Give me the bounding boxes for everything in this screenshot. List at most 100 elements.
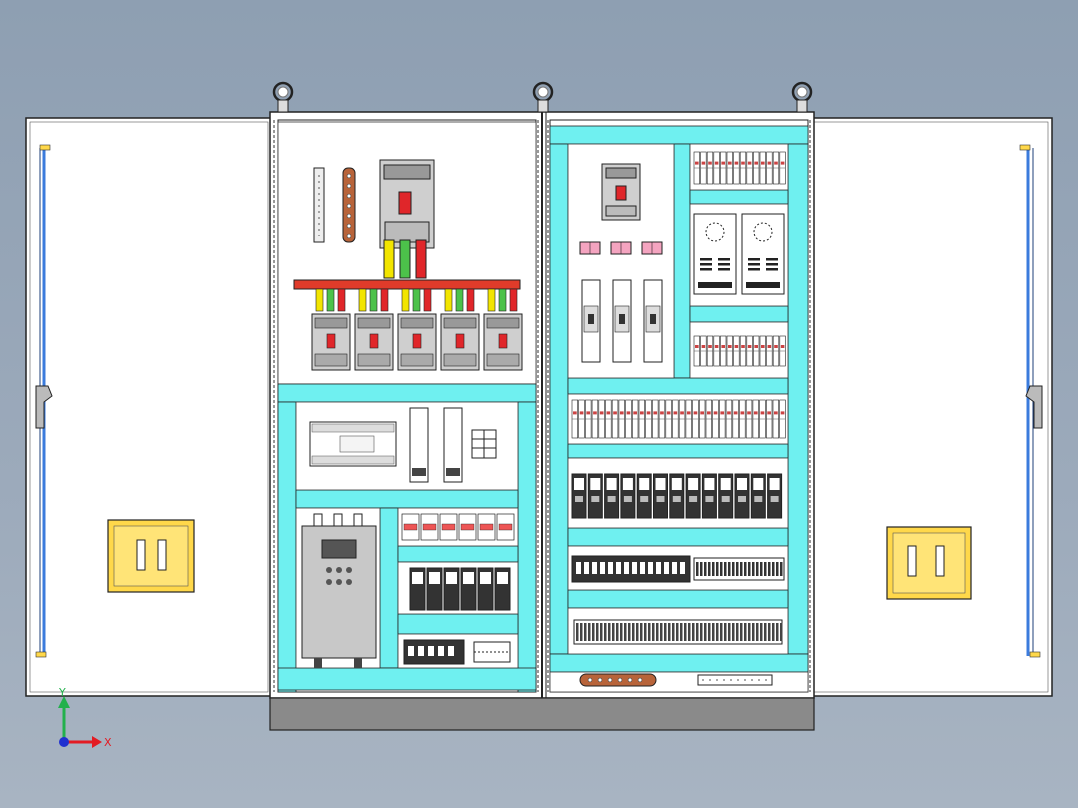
terminal-block (708, 562, 711, 576)
terminal-block (704, 562, 707, 576)
terminal-block (765, 399, 773, 439)
fuse-holder[interactable] (581, 279, 601, 363)
contactor[interactable] (718, 473, 734, 519)
fuse-holder[interactable] (643, 279, 663, 363)
terminal-block (496, 513, 515, 541)
contactor[interactable] (636, 473, 652, 519)
right-door-handle[interactable] (886, 526, 972, 600)
terminal-block (700, 562, 703, 576)
contactor[interactable] (767, 473, 783, 519)
terminal-block (716, 623, 719, 641)
branch-breaker[interactable] (483, 288, 523, 371)
terminal-block (759, 335, 766, 367)
relay-module (443, 567, 460, 611)
relay-module (494, 567, 511, 611)
terminal-block (736, 623, 739, 641)
terminal-block (628, 623, 631, 641)
terminal-block (600, 562, 605, 574)
terminal-block (664, 623, 667, 641)
terminal-block (752, 562, 755, 576)
contactor[interactable] (669, 473, 685, 519)
terminal-block (732, 399, 739, 439)
terminal-block (571, 399, 578, 439)
terminal-block (780, 562, 783, 576)
left-door-handle[interactable] (107, 519, 195, 593)
terminal-block (605, 399, 612, 439)
terminal-block (584, 562, 589, 574)
neutral-terminal-strip (313, 167, 325, 243)
terminal-block (580, 623, 583, 641)
branch-breaker[interactable] (354, 288, 394, 371)
terminal-block (708, 623, 711, 641)
terminal-block (656, 623, 659, 641)
terminal-block (739, 335, 747, 367)
switching-power-supply (693, 213, 737, 295)
right-bottom-terminal-strip (573, 619, 783, 645)
terminal-block (576, 623, 579, 641)
left-door-latch (35, 385, 53, 429)
right-door (805, 117, 1053, 697)
terminal-block (648, 623, 651, 641)
terminal-block (632, 562, 637, 574)
contactor[interactable] (620, 473, 636, 519)
terminal-block (696, 623, 699, 641)
terminal-block (658, 399, 666, 439)
terminal-block (698, 399, 706, 439)
terminal-block (725, 399, 733, 439)
terminal-block (746, 335, 753, 367)
variable-frequency-drive[interactable] (301, 513, 377, 668)
contactor[interactable] (734, 473, 750, 519)
terminal-block (458, 513, 477, 541)
left-door (25, 117, 273, 697)
terminal-block (692, 623, 695, 641)
terminal-block (728, 562, 731, 576)
contactor[interactable] (587, 473, 603, 519)
terminal-block (648, 562, 653, 574)
contactor[interactable] (604, 473, 620, 519)
indicator-lamp (641, 241, 663, 255)
terminal-block (724, 562, 727, 576)
right-top-terminal-strip (693, 151, 786, 185)
terminal-block (728, 623, 731, 641)
terminal-block (625, 399, 632, 439)
fuse-holder[interactable] (612, 279, 632, 363)
terminal-block (706, 151, 714, 185)
terminal-block (779, 151, 786, 185)
terminal-block (740, 562, 743, 576)
terminal-block (678, 399, 686, 439)
terminal-block (720, 562, 723, 576)
terminal-block (592, 623, 595, 641)
terminal-block (477, 513, 496, 541)
main-circuit-breaker[interactable] (379, 159, 435, 249)
plc-module[interactable] (309, 421, 397, 467)
terminal-block (608, 562, 613, 574)
terminal-block (439, 513, 458, 541)
terminal-block (780, 623, 783, 641)
contactor[interactable] (571, 473, 587, 519)
contactor[interactable] (701, 473, 717, 519)
right-lower-terminal-strips (571, 555, 785, 583)
terminal-block (638, 399, 645, 439)
terminal-block (744, 562, 747, 576)
branch-breaker[interactable] (311, 288, 351, 371)
terminal-block (704, 623, 707, 641)
terminal-block (578, 399, 585, 439)
vfd-display (321, 539, 357, 559)
terminal-block (588, 623, 591, 641)
branch-breaker[interactable] (440, 288, 480, 371)
terminal-block (700, 151, 707, 185)
power-module-1 (409, 407, 429, 483)
contactor[interactable] (685, 473, 701, 519)
terminal-block (585, 399, 592, 439)
small-relay-block (471, 429, 497, 459)
terminal-block (672, 399, 679, 439)
terminal-block (748, 623, 751, 641)
contactor[interactable] (653, 473, 668, 519)
branch-breaker[interactable] (397, 288, 437, 371)
left-terminal-strip-upper (401, 513, 515, 541)
contactor[interactable] (750, 473, 766, 519)
terminal-block (664, 562, 669, 574)
terminal-block (688, 623, 691, 641)
right-main-breaker[interactable] (601, 163, 641, 221)
terminal-block (740, 623, 743, 641)
